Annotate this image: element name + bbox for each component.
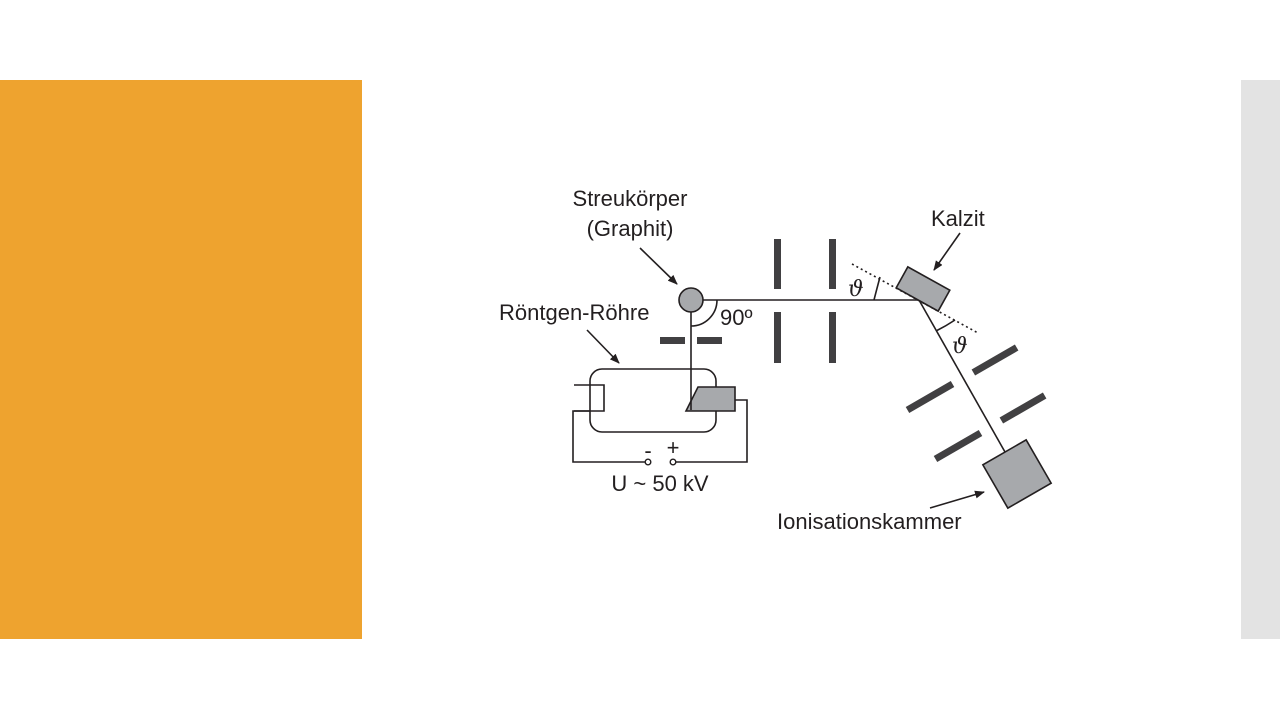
- side-panel: [1241, 80, 1280, 639]
- accent-panel: [0, 80, 362, 639]
- collimator-slit-1-bottom: [774, 312, 781, 363]
- circuit-wire-left: [572, 410, 648, 463]
- theta-lower-label: ϑ: [952, 334, 968, 359]
- theta-lower-arc: [935, 319, 956, 332]
- xray-tube-label: Röntgen-Röhre: [499, 300, 649, 325]
- cathode-filament: [574, 384, 605, 412]
- scatterer-label-line2: (Graphit): [587, 216, 674, 241]
- diagonal-slit-lower-left: [933, 429, 983, 463]
- tube-slit-left: [660, 337, 685, 344]
- anode-target: [684, 386, 736, 412]
- ionization-chamber-label: Ionisationskammer: [777, 509, 962, 534]
- calcite-pointer-arrow: [933, 232, 961, 271]
- collimator-slit-2-top: [829, 239, 836, 289]
- scatterer-pointer-arrow: [639, 247, 678, 285]
- theta-upper-arc: [873, 276, 881, 301]
- right-angle-arc: [690, 299, 718, 327]
- reflected-beam: [918, 299, 1006, 453]
- theta-upper-label: ϑ: [848, 277, 864, 302]
- ionization-chamber-pointer-arrow: [929, 490, 985, 509]
- voltage-label: U ~ 50 kV: [611, 471, 709, 496]
- circuit-wire-right: [673, 399, 748, 463]
- calcite-label: Kalzit: [931, 206, 985, 231]
- collimator-slit-1-top: [774, 239, 781, 289]
- collimator-slit-2-bottom: [829, 312, 836, 363]
- tube-slit-right: [697, 337, 722, 344]
- minus-terminal: [644, 458, 652, 466]
- plus-terminal: [669, 458, 677, 466]
- diagonal-slit-lower-right: [999, 392, 1047, 424]
- scatterer-label-line1: Streukörper: [573, 186, 688, 211]
- plus-terminal-label: +: [667, 435, 680, 460]
- ionization-chamber: [981, 438, 1053, 510]
- diagonal-slit-upper-left: [905, 380, 955, 414]
- diagonal-slit-upper-right: [971, 344, 1019, 376]
- angle-90-label: 90º: [720, 305, 753, 330]
- scatterer-graphite: [678, 287, 704, 313]
- calcite-crystal: [895, 265, 951, 313]
- minus-terminal-label: -: [644, 438, 651, 463]
- xray-tube-pointer-arrow: [586, 329, 620, 364]
